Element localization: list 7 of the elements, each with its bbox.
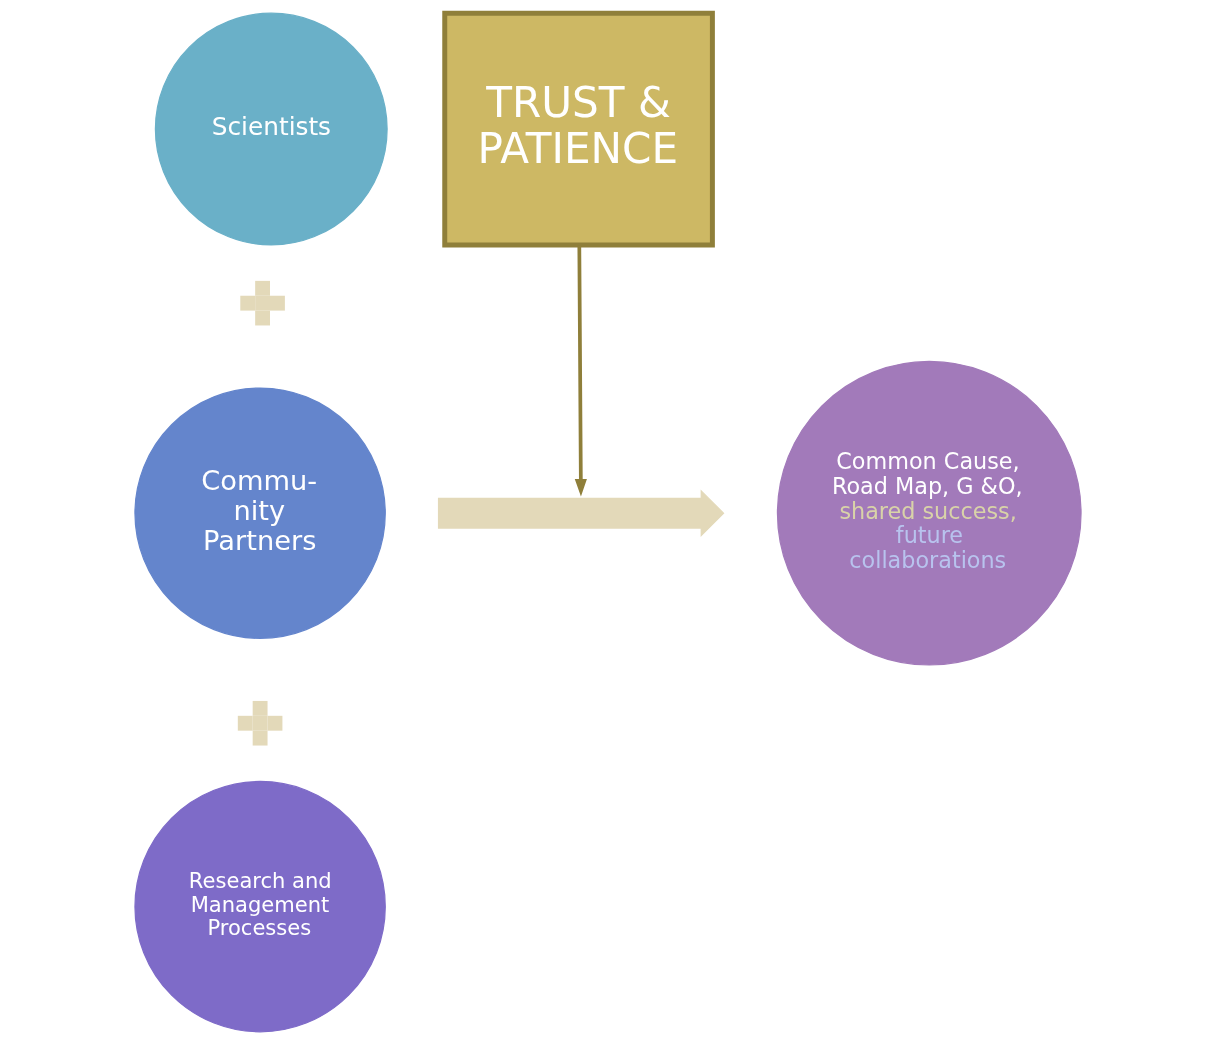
node-arrow — [437, 489, 725, 537]
node-circle: Commu-nity Partners — [134, 387, 386, 639]
arrow — [574, 245, 587, 497]
node-box: TRUST & PATIENCE — [442, 10, 715, 248]
node-circle: Research and Management Processes — [134, 780, 386, 1033]
node-circle: Common Cause, Road Map, G &O, shared success, future collaborations — [776, 360, 1082, 666]
node-circle: Scientists — [154, 12, 388, 246]
